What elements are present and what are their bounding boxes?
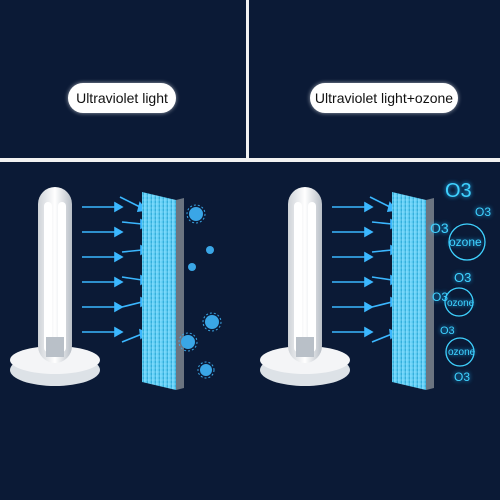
ozone-o3-label: O3 <box>432 290 449 304</box>
ozone-label: ozone <box>447 298 475 309</box>
uv-lamp-icon <box>10 187 100 386</box>
ozone-o3-label: O3 <box>445 180 472 202</box>
ozone-molecule-icon <box>444 223 486 367</box>
virus-particle-icon <box>178 204 222 379</box>
right-caption: Ultraviolet light+ozone <box>310 83 458 113</box>
left-caption: Ultraviolet light <box>68 83 176 113</box>
arrow-icon <box>332 196 400 343</box>
vertical-divider <box>246 0 249 160</box>
ozone-o3-label: O3 <box>454 270 472 285</box>
ozone-label: ozone <box>449 235 482 249</box>
ozone-o3-label: O3 <box>475 205 492 219</box>
ozone-o3-label: O3 <box>440 325 455 337</box>
left-scene <box>10 187 222 390</box>
filter-panel-icon <box>142 192 184 390</box>
right-scene <box>260 187 486 390</box>
uv-lamp-icon <box>260 187 350 386</box>
ozone-label: ozone <box>448 347 476 358</box>
filter-panel-icon <box>392 192 434 390</box>
ozone-o3-label: O3 <box>454 370 471 384</box>
arrow-icon <box>82 196 150 343</box>
ozone-o3-label: O3 <box>430 220 449 236</box>
horizontal-divider <box>0 158 500 162</box>
